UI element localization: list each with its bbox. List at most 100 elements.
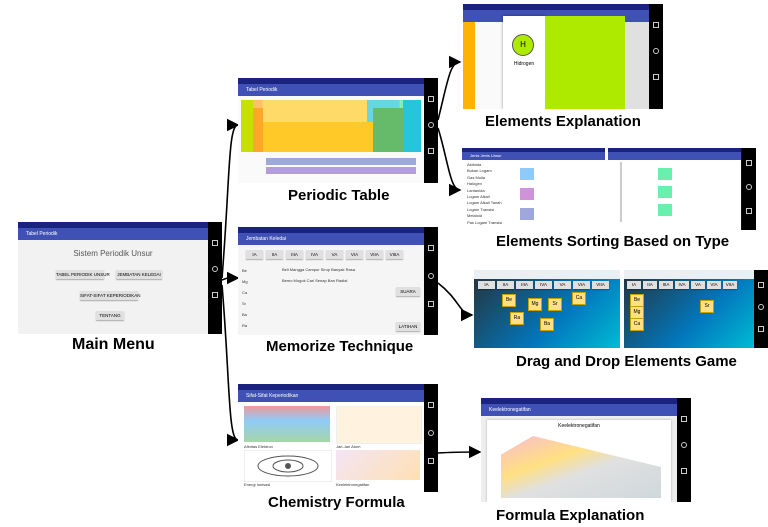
element-tile[interactable]: Sr bbox=[548, 298, 562, 311]
group-slot[interactable]: IVA bbox=[675, 281, 689, 289]
group-slot[interactable]: IIIA bbox=[516, 281, 533, 289]
group-tab[interactable]: VIA bbox=[346, 250, 363, 259]
group-tab[interactable]: IA bbox=[246, 250, 263, 259]
mnemonic-line-1: Beli Mangga Campur Sirup Banyak Rasa bbox=[282, 267, 355, 272]
formula-card-affinity[interactable] bbox=[244, 406, 330, 442]
type-checkbox[interactable]: Logam Alkali Tanah bbox=[467, 200, 502, 206]
periodic-appbar: Tabel Periodik bbox=[238, 84, 424, 96]
element-card bbox=[503, 16, 545, 109]
element-tile[interactable]: Be bbox=[630, 294, 644, 307]
periodic-table-button[interactable]: TABEL PERIODIK UNSUR bbox=[56, 270, 110, 279]
element-tile[interactable]: Ca bbox=[630, 318, 644, 331]
formula-card-label: Afinitas Elektron bbox=[244, 444, 273, 449]
element-tile[interactable]: Ca bbox=[572, 292, 586, 305]
caption-memorize: Memorize Technique bbox=[266, 338, 414, 355]
periodicity-button[interactable]: SIFAT-SIFAT KEPERIODIKAN bbox=[80, 291, 141, 300]
element-column: Be Mg Ca Sr Ba Ra bbox=[242, 265, 248, 331]
group-slot[interactable]: IA bbox=[627, 281, 641, 289]
memorize-phone: Jembatan Keledai IA IIA IIIA IVA VA VIA … bbox=[238, 227, 438, 335]
about-button[interactable]: TENTANG bbox=[96, 311, 124, 320]
group-tab[interactable]: IVA bbox=[306, 250, 323, 259]
practice-button[interactable]: LATIHAN bbox=[396, 322, 420, 331]
caption-chemistry-formula: Chemistry Formula bbox=[268, 494, 405, 511]
formula-card-label: Keelektronegatifan bbox=[336, 482, 370, 487]
atom-icon bbox=[257, 455, 319, 477]
element-label: Sr bbox=[242, 301, 246, 306]
group-slot[interactable]: VIA bbox=[573, 281, 590, 289]
arrow-main-to-periodic bbox=[221, 118, 240, 279]
type-checkbox[interactable]: Pas Logam Transisi bbox=[467, 219, 503, 225]
type-checkbox[interactable]: Metaloid bbox=[467, 213, 483, 219]
caption-sorting: Elements Sorting Based on Type bbox=[496, 233, 730, 250]
element-label: Ca bbox=[242, 290, 248, 295]
element-name: Hidrogen bbox=[513, 61, 535, 67]
group-tabs: IA IIA IIIA IVA VA VIA VIIA VIIIA bbox=[246, 250, 416, 259]
element-tile[interactable]: Be bbox=[502, 294, 516, 307]
type-checkbox[interactable]: Lantanida bbox=[467, 187, 485, 193]
caption-periodic-table: Periodic Table bbox=[288, 187, 390, 204]
arrow-memorize-to-dragdrop bbox=[437, 282, 474, 322]
element-label: Mg bbox=[242, 279, 248, 284]
group-slot[interactable]: VIIA bbox=[592, 281, 609, 289]
main-menu-phone: Tabel Periodik Sistem Periodik Unsur TAB… bbox=[18, 222, 222, 334]
periodic-table-phone: Tabel Periodik bbox=[238, 78, 438, 183]
arrow-main-to-formula bbox=[221, 284, 240, 447]
formula-card-electronegativity[interactable] bbox=[336, 450, 420, 480]
sorting-appbar: Jenis Jenis Unsur bbox=[462, 152, 605, 160]
group-slot[interactable]: VIA bbox=[707, 281, 721, 289]
group-tab[interactable]: IIA bbox=[266, 250, 283, 259]
type-checkbox[interactable]: Gas Mulia bbox=[467, 174, 486, 180]
element-tile[interactable]: Sr bbox=[700, 300, 714, 313]
arrow-periodic-to-sorting bbox=[437, 127, 462, 197]
sorting-type-list: Aktinida Bukan Logam Gas Mulia Halogen L… bbox=[467, 162, 511, 226]
group-tab[interactable]: VIIIA bbox=[386, 250, 403, 259]
type-checkbox[interactable]: Logam Transisi bbox=[467, 206, 495, 212]
type-checkbox[interactable]: Halogen bbox=[467, 181, 482, 187]
type-checkbox[interactable]: Aktinida bbox=[467, 162, 482, 167]
arrow-formula-to-explanation bbox=[437, 445, 482, 459]
formula-card-label: Jari-Jari Atom bbox=[336, 444, 361, 449]
caption-elements-explanation: Elements Explanation bbox=[485, 113, 641, 130]
formula-explanation-appbar: Keelektronegatifan bbox=[481, 404, 677, 416]
group-slot[interactable]: IIA bbox=[497, 281, 514, 289]
formula-appbar: Sifat-Sifat Keperiodikan bbox=[238, 390, 424, 402]
group-slot[interactable]: IIIA bbox=[659, 281, 673, 289]
sound-button[interactable]: SUARA bbox=[396, 287, 420, 296]
drag-drop-phone-1: IA IIA IIIA IVA VA VIA VIIA Be Mg Sr Ca … bbox=[474, 270, 620, 348]
group-tab[interactable]: IIIA bbox=[286, 250, 303, 259]
group-slot[interactable]: VIIA bbox=[723, 281, 737, 289]
lanthanide-row bbox=[266, 158, 416, 165]
type-checkbox[interactable]: Bukan Logam bbox=[467, 168, 492, 174]
group-slot[interactable]: IIA bbox=[643, 281, 657, 289]
drop-slots: IA IIA IIIA IVA VA VIA VIIA bbox=[478, 281, 609, 289]
element-tile[interactable]: Mg bbox=[528, 298, 542, 311]
group-slot[interactable]: VA bbox=[554, 281, 571, 289]
mnemonic-button[interactable]: JEMBATAN KELEDAI bbox=[116, 270, 162, 279]
type-checkbox[interactable]: Logam Alkali bbox=[467, 194, 490, 200]
main-menu-title: Sistem Periodik Unsur bbox=[73, 249, 153, 258]
element-label: Be bbox=[242, 268, 247, 273]
group-tab[interactable]: VA bbox=[326, 250, 343, 259]
group-tab[interactable]: VIIA bbox=[366, 250, 383, 259]
arrow-main-to-memorize bbox=[221, 271, 240, 285]
formula-card-ionization[interactable] bbox=[244, 450, 332, 482]
arrow-periodic-to-explanation bbox=[437, 55, 462, 121]
formula-card-title: Keelektronegatifan bbox=[558, 423, 600, 429]
group-slot[interactable]: VA bbox=[691, 281, 705, 289]
group-slot[interactable]: IVA bbox=[535, 281, 552, 289]
formula-card-label: Energi Ionisasi bbox=[244, 482, 271, 487]
actinide-row bbox=[266, 167, 416, 174]
drag-drop-phone-2: IA IIA IIIA IVA VA VIA VIIA Be Mg Ca Sr bbox=[624, 270, 768, 348]
caption-formula-explanation: Formula Explanation bbox=[496, 507, 645, 524]
element-tile[interactable]: Ba bbox=[540, 318, 554, 331]
mnemonic-line-2: Bemo Mogok Cari Senap Ban Radial bbox=[282, 278, 348, 283]
element-tile[interactable]: Ra bbox=[510, 312, 524, 325]
caption-main-menu: Main Menu bbox=[72, 336, 155, 353]
formula-card-radius[interactable] bbox=[336, 406, 422, 444]
caption-drag-drop: Drag and Drop Elements Game bbox=[516, 353, 737, 370]
memorize-appbar: Jembatan Keledai bbox=[238, 233, 424, 245]
elements-explanation-phone: H Hidrogen bbox=[463, 4, 663, 109]
formula-explanation-phone: Keelektronegatifan Keelektronegatifan bbox=[481, 398, 691, 502]
group-slot[interactable]: IA bbox=[478, 281, 495, 289]
